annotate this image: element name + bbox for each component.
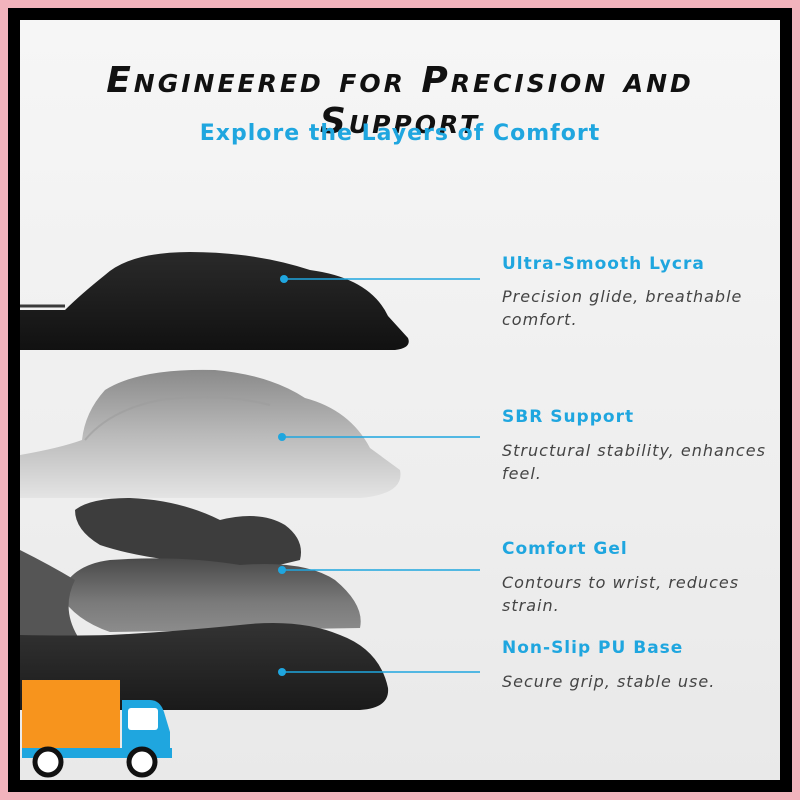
callout-lines <box>278 275 480 676</box>
content-panel: Engineered for Precision and Support Exp… <box>20 20 780 780</box>
feature-title-lycra: Ultra-Smooth Lycra <box>502 254 705 274</box>
feature-desc-gel: Contours to wrist, reduces strain. <box>502 573 740 615</box>
feature-title-pu-base: Non-Slip PU Base <box>502 638 684 658</box>
image-frame: Engineered for Precision and Support Exp… <box>8 8 792 792</box>
sbr-layer <box>20 369 401 498</box>
page-subtitle: Explore the Layers of Comfort <box>199 121 601 146</box>
gel-layer <box>20 498 361 640</box>
feature-desc-sbr: Structural stability, enhances feel. <box>502 441 766 483</box>
truck-icon <box>22 680 172 778</box>
feature-title-sbr: SBR Support <box>502 407 635 427</box>
feature-title-gel: Comfort Gel <box>502 539 628 559</box>
feature-desc-pu-base: Secure grip, stable use. <box>502 672 716 691</box>
exploded-layers-illustration <box>20 252 480 710</box>
page-title: Engineered for Precision and Support <box>106 60 694 142</box>
lycra-layer <box>20 252 409 350</box>
feature-desc-lycra: Precision glide, breathable comfort. <box>502 287 743 329</box>
